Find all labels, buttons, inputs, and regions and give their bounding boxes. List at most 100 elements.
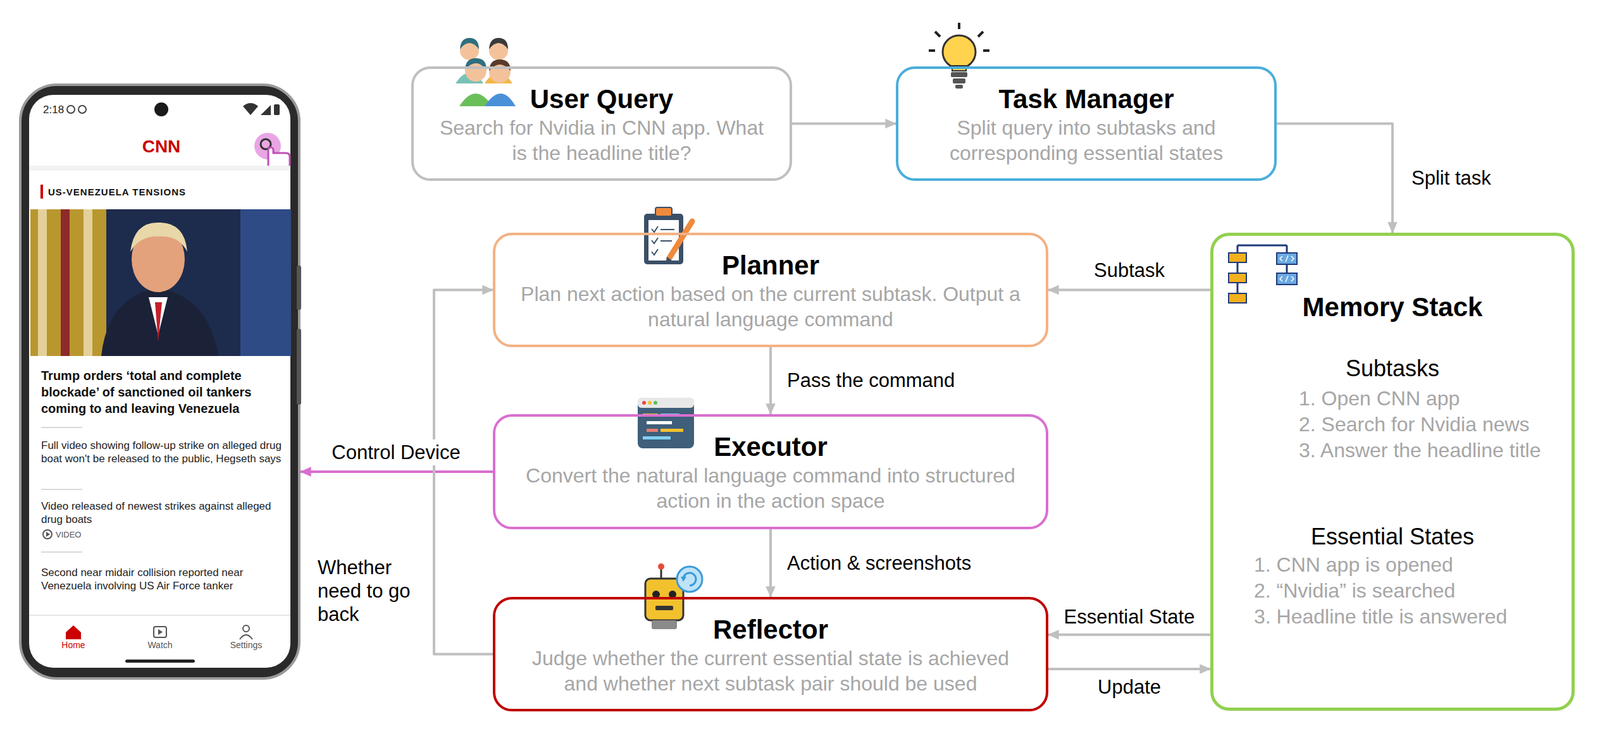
phone-frame xyxy=(154,102,169,117)
robot-icon xyxy=(657,563,665,571)
code-window-icon xyxy=(637,397,695,409)
section-heading: Essential States xyxy=(1213,523,1572,551)
lightbulb-icon xyxy=(955,84,963,89)
clipboard-icon xyxy=(655,207,672,217)
screen-text: 2:18 xyxy=(43,103,88,117)
bottom-nav xyxy=(158,629,163,636)
tree-icon xyxy=(1276,273,1297,285)
bottom-nav xyxy=(29,614,291,617)
news-photo xyxy=(37,209,47,357)
tree-icon xyxy=(1279,255,1294,262)
box-title: Memory Stack xyxy=(1213,291,1572,324)
screen-text: Second near midair collision reported ne… xyxy=(41,566,292,593)
code-window-icon xyxy=(637,397,695,449)
story-separators xyxy=(46,532,50,538)
screen-text: Full video showing follow-up strike on a… xyxy=(41,439,292,466)
lightbulb-icon xyxy=(942,35,976,69)
lightbulb-icon xyxy=(935,31,941,37)
robot-icon xyxy=(645,563,703,630)
bottom-nav xyxy=(153,626,167,638)
robot-icon xyxy=(680,576,687,583)
people-icon xyxy=(455,37,516,107)
edge-label: Whether need to go back xyxy=(315,554,422,629)
news-photo xyxy=(30,209,107,357)
code-window-icon xyxy=(660,428,684,433)
phone-frame xyxy=(20,84,302,679)
tree-icon xyxy=(1286,245,1289,254)
news-photo xyxy=(83,209,93,357)
lightbulb-icon xyxy=(983,49,990,52)
story-separators xyxy=(41,489,83,491)
box-title: Task Manager xyxy=(917,83,1256,116)
status-icons xyxy=(78,105,87,114)
section-bar xyxy=(40,184,44,199)
people-icon xyxy=(484,93,516,107)
tree-icon xyxy=(1228,293,1247,304)
people-icon xyxy=(489,37,509,50)
code-window-icon xyxy=(647,401,652,405)
screen-text: VIDEO xyxy=(55,530,107,541)
tree-icon xyxy=(1237,244,1287,247)
process-box: Task ManagerSplit query into subtasks an… xyxy=(895,66,1277,181)
story-separators xyxy=(41,427,83,429)
edge-label: Split task xyxy=(1408,165,1494,192)
screen-text: Settings xyxy=(214,639,278,652)
process-box: Memory StackSubtasks1. Open CNN app2. Se… xyxy=(1210,232,1575,712)
list-item: 1. Open CNN app xyxy=(1298,385,1572,412)
box-title: Executor xyxy=(514,431,1027,464)
clipboard-icon xyxy=(669,221,693,259)
edge-label: Subtask xyxy=(1091,257,1168,284)
edge-label: Essential State xyxy=(1061,604,1198,631)
box-description: Split query into subtasks and correspond… xyxy=(917,115,1256,166)
screen-text: Trump orders ‘total and complete blockad… xyxy=(41,367,292,417)
code-window-icon xyxy=(646,428,658,433)
bottom-nav xyxy=(242,625,250,633)
news-photo xyxy=(30,209,292,357)
bottom-nav xyxy=(29,615,291,664)
bottom-nav xyxy=(125,659,195,664)
connector-arrow xyxy=(1276,124,1393,234)
story-separators xyxy=(41,551,83,553)
news-photo xyxy=(240,209,292,357)
tree-icon xyxy=(1286,264,1289,274)
separator-band xyxy=(29,165,291,171)
connector-arrow xyxy=(769,529,772,598)
process-box: PlannerPlan next action based on the cur… xyxy=(492,232,1049,348)
clipboard-icon xyxy=(651,226,658,233)
phone-frame xyxy=(296,265,302,311)
status-icons xyxy=(67,103,280,116)
screen-text: Video released of newest strikes against… xyxy=(41,499,292,527)
connector-arrow xyxy=(792,122,896,126)
status-icons xyxy=(260,105,271,116)
robot-icon xyxy=(651,620,677,630)
clipboard-icon xyxy=(660,229,675,231)
code-window-icon xyxy=(653,401,658,405)
news-photo xyxy=(30,209,292,357)
robot-icon xyxy=(676,566,703,593)
status-icons xyxy=(242,103,259,116)
connector-arrow xyxy=(1048,668,1211,671)
clipboard-icon xyxy=(644,207,693,265)
clipboard-icon xyxy=(665,256,672,265)
clipboard-icon xyxy=(660,240,672,242)
list-item: 3. Headline title is answered xyxy=(1253,604,1572,631)
edge-label: Control Device xyxy=(328,439,463,466)
clipboard-icon xyxy=(644,213,684,265)
box-description: Convert the natural language command int… xyxy=(514,463,1027,514)
box-title: Planner xyxy=(514,249,1027,282)
list-item: 2. “Nvidia” is searched xyxy=(1253,578,1572,605)
tree-icon xyxy=(1228,273,1247,283)
code-window-icon xyxy=(637,397,695,449)
edge-label: Update xyxy=(1095,674,1164,701)
connector-arrow xyxy=(300,470,493,474)
tree-icon xyxy=(1228,253,1247,263)
news-photo xyxy=(155,302,162,342)
box-title: User Query xyxy=(432,83,771,116)
box-description: Judge whether the current essential stat… xyxy=(514,645,1027,697)
bottom-nav xyxy=(65,625,81,640)
code-window-icon xyxy=(642,436,671,440)
list-item: 3. Answer the headline title xyxy=(1298,437,1572,464)
box-title: Reflector xyxy=(514,614,1027,646)
robot-icon xyxy=(655,606,674,611)
lightbulb-icon xyxy=(952,78,966,84)
